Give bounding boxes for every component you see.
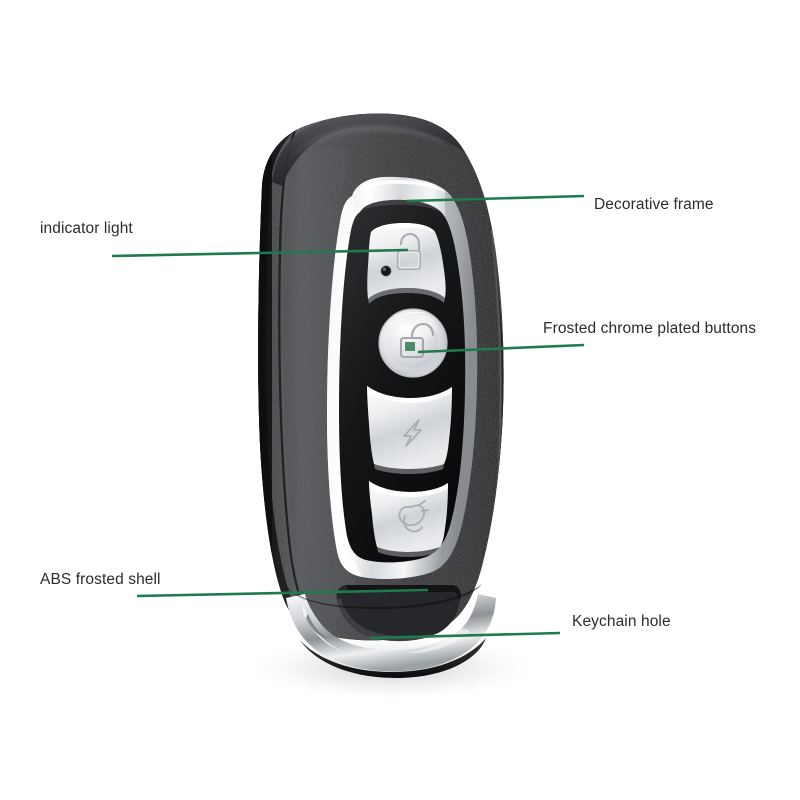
lock-button[interactable]: [367, 223, 446, 304]
annotation-label-keychain-hole: Keychain hole: [572, 613, 671, 630]
shell-bottom-lip: [284, 582, 482, 610]
trunk-button[interactable]: [367, 386, 452, 474]
trunk-lightning-icon: [403, 419, 422, 447]
annotation-label-abs-frosted-shell: ABS frosted shell: [40, 571, 161, 588]
panic-button[interactable]: [369, 481, 448, 557]
padlock-closed-icon: [396, 232, 422, 271]
unlock-icon-accent: [405, 342, 415, 351]
padlock-closed-icon-shadow: [398, 251, 420, 269]
indicator-led: [380, 265, 392, 277]
unlock-button[interactable]: [378, 308, 448, 378]
annotation-label-indicator-light: indicator light: [40, 220, 133, 237]
annotation-label-frosted-chrome-plated-buttons: Frosted chrome plated buttons: [543, 320, 757, 337]
annotation-label-decorative-frame: Decorative frame: [594, 196, 714, 213]
panic-alarm-icon: [398, 500, 429, 533]
